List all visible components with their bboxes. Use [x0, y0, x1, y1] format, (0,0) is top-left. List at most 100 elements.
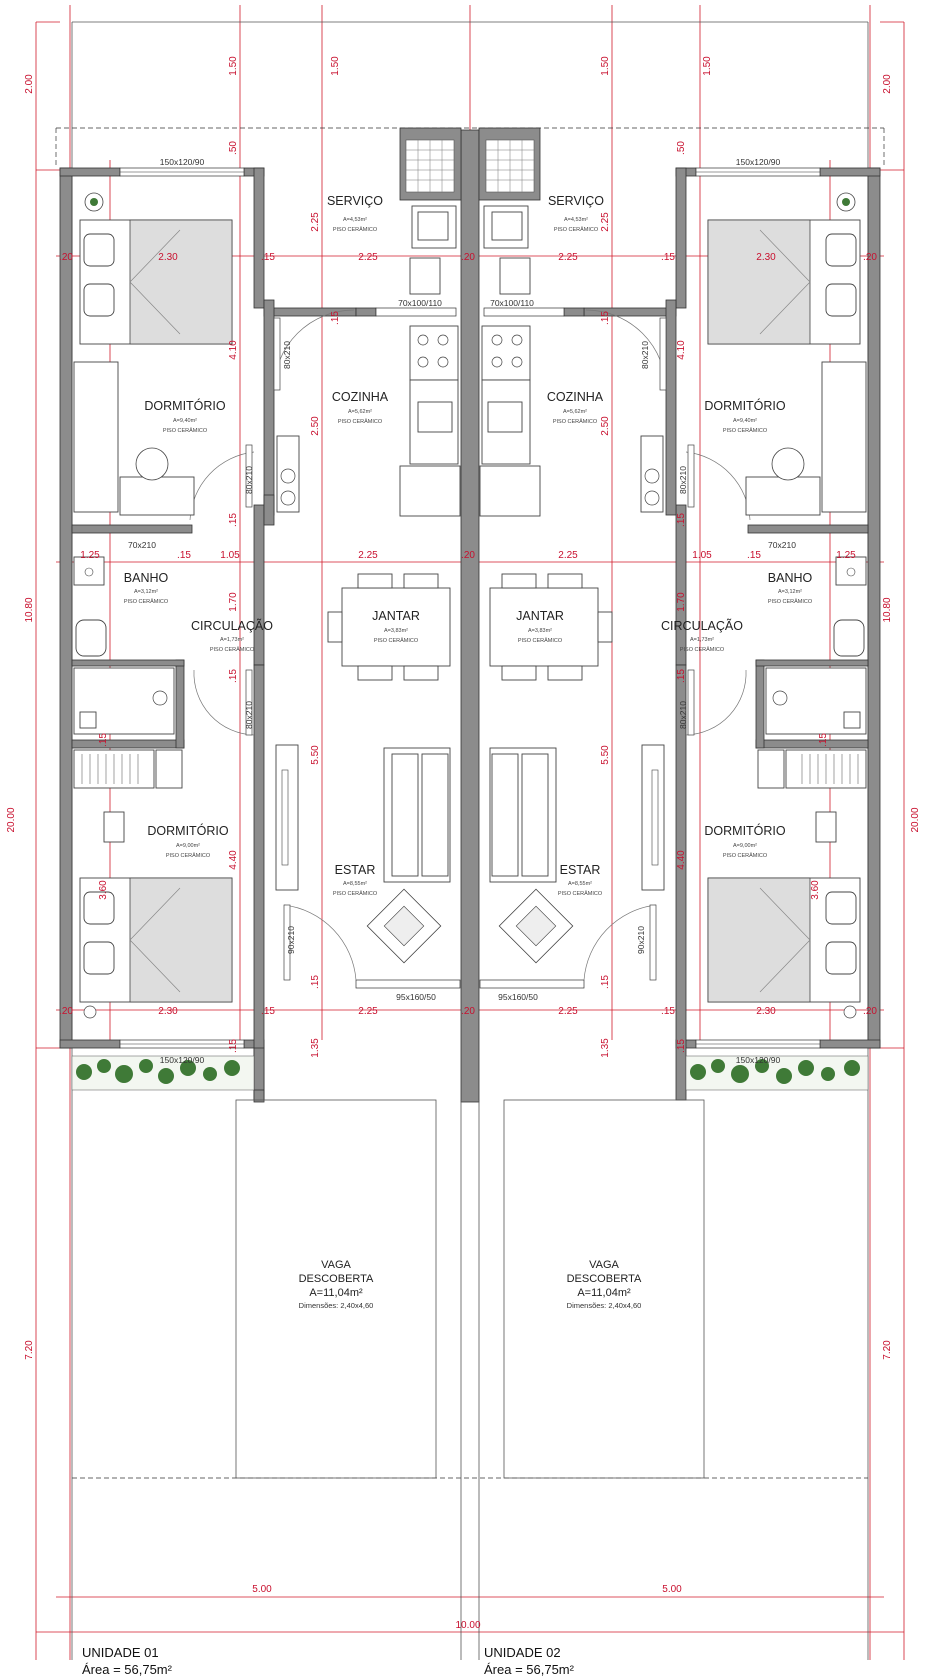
- opening-labels: 150x120/90 150x120/90 70x100/110 70x100/…: [128, 157, 796, 1065]
- dim-text: .15: [261, 1006, 275, 1017]
- dim-text: 1.50: [330, 56, 341, 76]
- room-floor: PISO CERÂMICO: [338, 418, 383, 425]
- dim-text: 20.00: [910, 807, 921, 832]
- door-label: 80x210: [640, 341, 650, 369]
- furniture-unit-01: [73, 192, 461, 1019]
- door-label: 80x210: [282, 341, 292, 369]
- room-floor: PISO CERÂMICO: [768, 598, 813, 605]
- furniture-unit-02: [479, 192, 867, 1019]
- dim-text: 2.25: [358, 252, 378, 263]
- parking-area: A=11,04m²: [577, 1287, 631, 1299]
- room-name: CIRCULAÇÃO: [661, 619, 743, 633]
- room-name: BANHO: [124, 571, 169, 585]
- room-floor: PISO CERÂMICO: [166, 852, 211, 859]
- parking-area: A=11,04m²: [309, 1287, 363, 1299]
- dim-text: 5.00: [662, 1584, 682, 1595]
- unit-area: Área = 56,75m²: [484, 1662, 575, 1677]
- windows: [119, 167, 821, 1049]
- dim-text: 2.30: [158, 252, 178, 263]
- dim-text: 2.50: [310, 416, 321, 436]
- dim-text: 4.10: [228, 340, 239, 360]
- room-area: A=1,73m²: [690, 637, 714, 643]
- dim-text: 2.00: [882, 74, 893, 94]
- room-floor: PISO CERÂMICO: [554, 226, 599, 233]
- dim-text: .15: [310, 975, 321, 989]
- room-area: A=3,83m²: [528, 628, 552, 634]
- dim-text: 2.25: [558, 1006, 578, 1017]
- dim-text: 2.25: [358, 1006, 378, 1017]
- room-name: SERVIÇO: [548, 194, 604, 208]
- room-floor: PISO CERÂMICO: [210, 646, 255, 653]
- dim-text: 3.60: [98, 880, 109, 900]
- vegetation: [71, 1055, 869, 1091]
- dim-text: 2.25: [358, 550, 378, 561]
- dim-text: 10.00: [455, 1620, 480, 1631]
- dim-text: 1.35: [600, 1038, 611, 1058]
- dim-text: 2.25: [600, 212, 611, 232]
- room-area: A=8,55m²: [343, 881, 367, 887]
- room-area: A=5,62m²: [563, 409, 587, 415]
- dim-text: 20.00: [6, 807, 17, 832]
- dim-text: .15: [600, 975, 611, 989]
- dim-text: 4.40: [228, 850, 239, 870]
- parking-subtitle: DESCOBERTA: [299, 1273, 374, 1285]
- dim-text: .20: [59, 252, 73, 263]
- door-label: 90x210: [286, 926, 296, 954]
- room-floor: PISO CERÂMICO: [374, 637, 419, 644]
- dim-text: .15: [600, 311, 611, 325]
- room-area: A=3,12m²: [778, 589, 802, 595]
- room-name: DORMITÓRIO: [147, 823, 229, 838]
- parking: [235, 1099, 705, 1660]
- room-labels: SERVIÇO A=4,53m² PISO CERÂMICO SERVIÇO A…: [124, 194, 813, 897]
- dim-text: .20: [59, 1006, 73, 1017]
- dim-text: 10.80: [24, 597, 35, 622]
- dim-text: 2.30: [158, 1006, 178, 1017]
- room-area: A=3,83m²: [384, 628, 408, 634]
- door-label: 70x210: [768, 540, 796, 550]
- dim-text: 4.10: [676, 340, 687, 360]
- door-label: 80x210: [244, 466, 254, 494]
- window-label: 150x120/90: [736, 157, 781, 167]
- room-area: A=3,12m²: [134, 589, 158, 595]
- window-label: 95x160/50: [498, 992, 538, 1002]
- dim-text: 5.00: [252, 1584, 272, 1595]
- dim-text: .15: [676, 513, 687, 527]
- room-floor: PISO CERÂMICO: [553, 418, 598, 425]
- dim-text: .50: [676, 141, 687, 155]
- room-area: A=9,40m²: [173, 418, 197, 424]
- room-floor: PISO CERÂMICO: [558, 890, 603, 897]
- dim-text: .15: [747, 550, 761, 561]
- room-floor: PISO CERÂMICO: [124, 598, 169, 605]
- dim-text: .15: [676, 1039, 687, 1053]
- door-label: 80x210: [678, 466, 688, 494]
- room-floor: PISO CERÂMICO: [723, 852, 768, 859]
- dim-text: 1.50: [228, 56, 239, 76]
- room-name: COZINHA: [547, 390, 604, 404]
- dim-text: .20: [863, 252, 877, 263]
- dim-text: 3.60: [810, 880, 821, 900]
- dim-text: .20: [461, 550, 475, 561]
- door-label: 80x210: [244, 701, 254, 729]
- dim-text: .15: [818, 733, 829, 747]
- dim-text: 5.50: [600, 745, 611, 765]
- room-area: A=4,53m²: [343, 217, 367, 223]
- door-label: 70x210: [128, 540, 156, 550]
- room-name: JANTAR: [372, 609, 420, 623]
- parking-subtitle: DESCOBERTA: [567, 1273, 642, 1285]
- service-tank-pattern: [405, 139, 535, 193]
- window-label: 150x120/90: [160, 1055, 205, 1065]
- dim-text: 1.70: [228, 592, 239, 612]
- dim-text: .15: [228, 669, 239, 683]
- parking-title: VAGA: [589, 1259, 619, 1271]
- dim-text: 1.25: [80, 550, 100, 561]
- dimension-texts: 2.00 2.00 1.50 1.50 1.50 1.50 .50 .50 2.…: [6, 56, 921, 1631]
- room-area: A=9,40m²: [733, 418, 757, 424]
- dim-text: 1.05: [692, 550, 712, 561]
- dim-text: 7.20: [882, 1340, 893, 1360]
- dim-text: .15: [98, 733, 109, 747]
- window-label: 150x120/90: [160, 157, 205, 167]
- dim-text: .15: [177, 550, 191, 561]
- room-name: COZINHA: [332, 390, 389, 404]
- room-area: A=4,53m²: [564, 217, 588, 223]
